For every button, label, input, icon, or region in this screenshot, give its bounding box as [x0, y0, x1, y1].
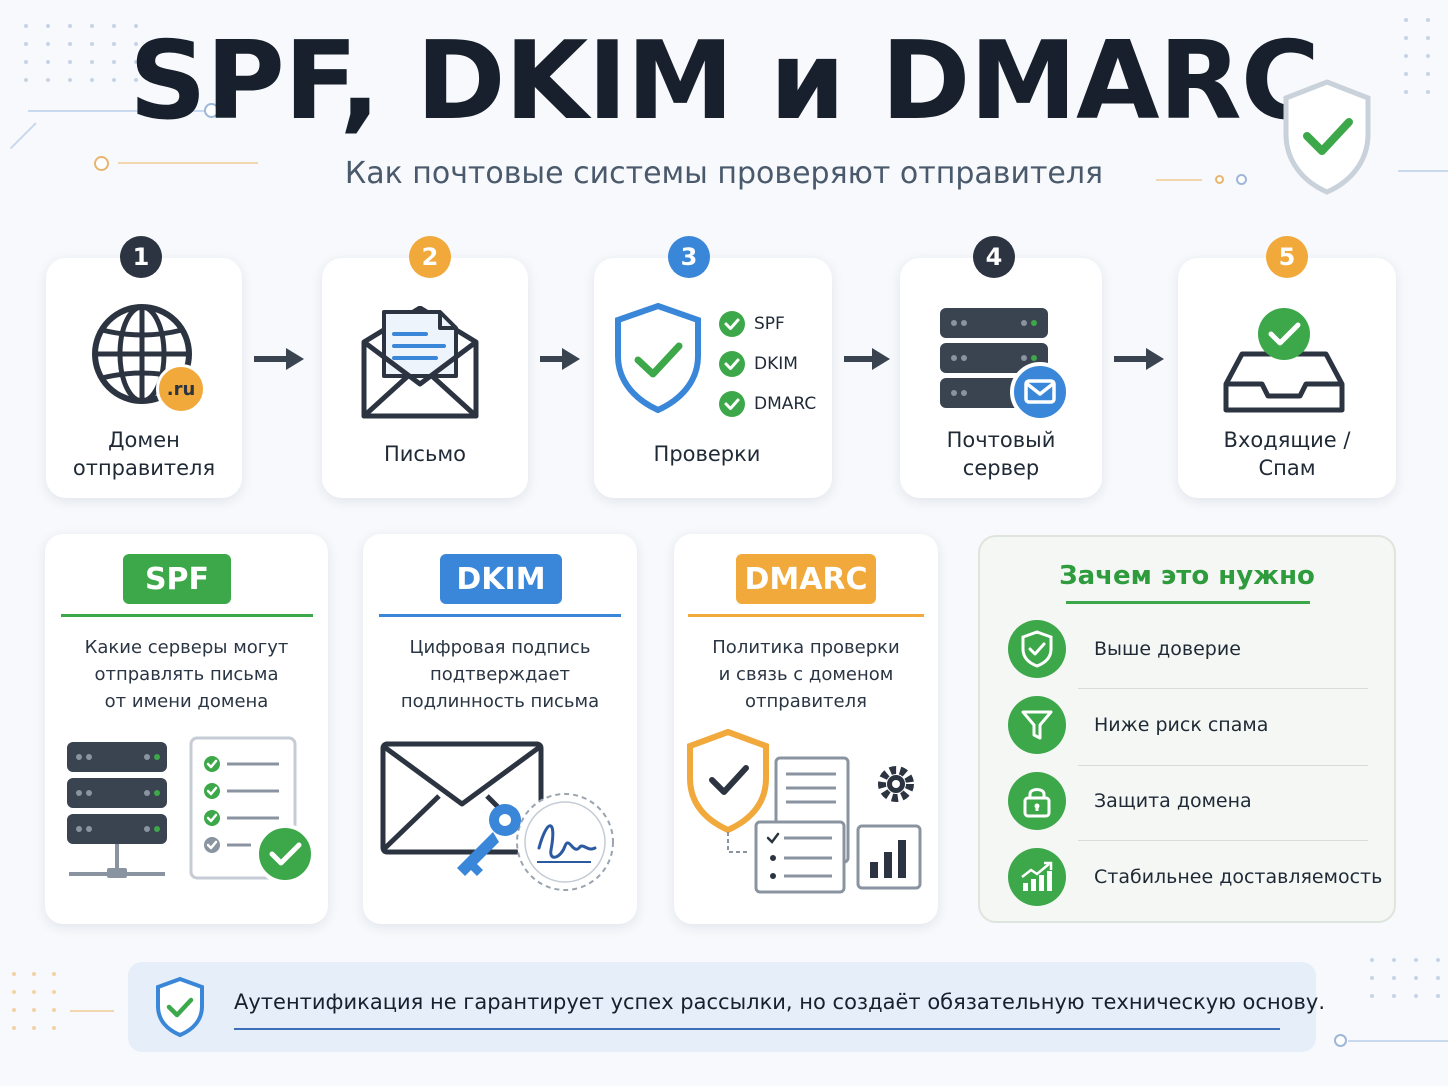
step-label: Домен отправителя [72, 428, 216, 480]
divider [1078, 765, 1368, 766]
step-card-inbox: Входящие / Спам [1178, 258, 1396, 498]
check-circle-icon [719, 351, 745, 377]
divider [1078, 688, 1368, 689]
method-card-dmarc: DMARC Политика проверки и связь с домено… [674, 534, 938, 924]
envelope-key-signature-icon [380, 741, 614, 891]
footer-note: Аутентификация не гарантирует успех расс… [128, 962, 1325, 1052]
page-subtitle: Как почтовые системы проверяют отправите… [344, 156, 1104, 191]
check-item-dkim: DKIM [718, 350, 798, 378]
step-card-mail-server: Почтовый сервер [900, 258, 1102, 498]
decor-dots-bottom-right [1370, 958, 1440, 998]
method-description: Политика проверки и связь с доменом отпр… [712, 637, 900, 712]
decor-ring [1236, 174, 1247, 185]
why-panel: Зачем это нужно Выше доверие Ниже риск с… [978, 535, 1396, 923]
decor-ring [94, 156, 109, 171]
step-number-badge: 3 [668, 236, 710, 278]
method-card-spf: SPF Какие серверы могут отправлять письм… [45, 534, 328, 924]
why-item: Защита домена [1008, 771, 1252, 831]
policy-report-icon [687, 728, 922, 894]
why-item-label: Защита домена [1094, 790, 1252, 812]
globe-icon [92, 304, 192, 404]
step-card-checks: SPF DKIM DMARC Проверки [594, 258, 832, 498]
step-number-badge: 1 [120, 236, 162, 278]
check-circle-icon [719, 391, 745, 417]
method-description: Цифровая подпись подтверждает подлинност… [400, 637, 600, 712]
why-title: Зачем это нужно [1059, 561, 1315, 591]
step-label: Почтовый сервер [946, 428, 1056, 480]
shield-check-icon [1008, 620, 1066, 678]
decor-line [70, 1010, 114, 1012]
check-item-spf: SPF [718, 310, 785, 338]
step-label: Письмо [383, 442, 467, 466]
why-item-label: Выше доверие [1094, 638, 1241, 660]
footer-note-underline [234, 1028, 1280, 1030]
step-card-domain: .ru Домен отправителя [46, 258, 242, 498]
shield-check-icon [615, 302, 701, 414]
decor-line [28, 110, 206, 112]
why-item: Стабильнее доставляемость [1008, 847, 1382, 907]
filter-icon [1008, 696, 1066, 754]
step-number-badge: 4 [973, 236, 1015, 278]
why-item: Ниже риск спама [1008, 695, 1268, 755]
why-item-label: Стабильнее доставляемость [1094, 866, 1383, 888]
why-divider [1066, 601, 1310, 604]
decor-dots-bottom-left [12, 972, 56, 1030]
decor-line [118, 162, 258, 164]
step-number-badge: 5 [1266, 236, 1308, 278]
decor-line [1156, 179, 1202, 181]
method-tag: DKIM [440, 554, 562, 604]
step-label: Проверки [653, 442, 761, 466]
why-item: Выше доверие [1008, 619, 1241, 679]
decor-dots-top-right [1404, 18, 1430, 94]
decor-ring [204, 103, 219, 118]
page-title: SPF, DKIM и DMARC [129, 19, 1320, 144]
step-label: Входящие / Спам [1223, 428, 1351, 480]
server-checklist-icon [67, 736, 315, 884]
growth-chart-icon [1008, 848, 1066, 906]
decor-ring [1215, 175, 1224, 184]
check-circle-icon [719, 311, 745, 337]
check-item-dmarc: DMARC [718, 390, 816, 418]
shield-check-icon [156, 976, 204, 1038]
arrow-right-icon [254, 348, 304, 370]
domain-zone-badge: .ru [156, 364, 206, 414]
method-description: Какие серверы могут отправлять письма от… [84, 637, 289, 712]
shield-check-icon [1283, 79, 1371, 195]
lock-icon [1008, 772, 1066, 830]
decor-line [1398, 170, 1448, 172]
arrow-right-icon [844, 348, 890, 370]
method-divider [688, 614, 924, 617]
arrow-right-icon [540, 348, 580, 370]
method-card-dkim: DKIM Цифровая подпись подтверждает подли… [363, 534, 637, 924]
step-card-letter: Письмо [322, 258, 528, 498]
method-tag: DMARC [736, 554, 876, 604]
step-number-badge: 2 [409, 236, 451, 278]
method-tag: SPF [123, 554, 231, 604]
method-divider [61, 614, 313, 617]
server-icon [940, 308, 1070, 422]
envelope-letter-icon [361, 306, 479, 419]
why-item-label: Ниже риск спама [1094, 714, 1269, 736]
decor-ring [1334, 1034, 1347, 1047]
decor-line [1348, 1040, 1448, 1042]
method-divider [379, 614, 621, 617]
footer-note-text: Аутентификация не гарантирует успех расс… [234, 990, 1325, 1014]
arrow-right-icon [1114, 348, 1164, 370]
divider [1078, 840, 1368, 841]
decor-dots-top-left [24, 24, 138, 82]
inbox-tray-icon [1223, 308, 1345, 413]
